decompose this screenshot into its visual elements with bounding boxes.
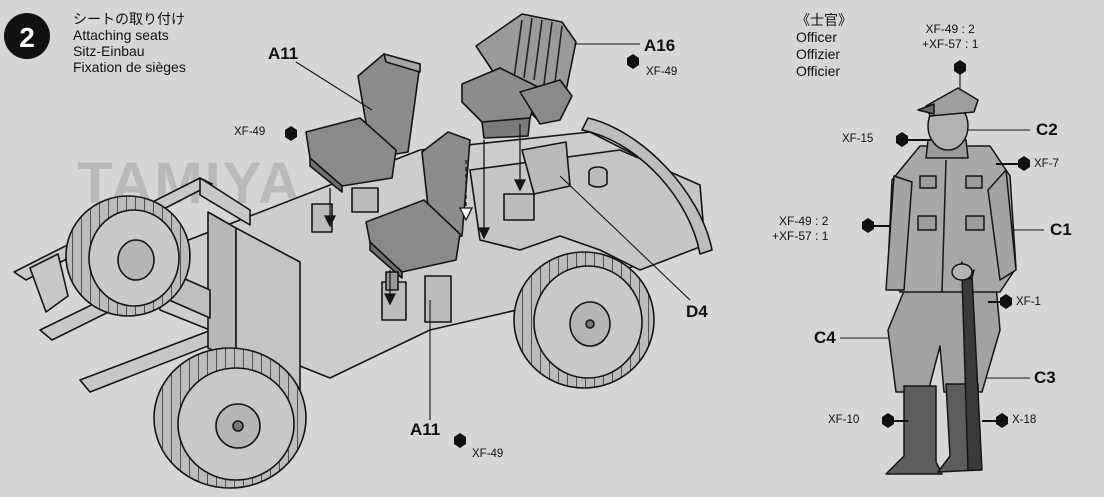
paint-xf10: XF-10	[828, 414, 860, 426]
paint-hex-icon	[862, 218, 874, 233]
paint-hex-icon	[627, 54, 639, 69]
cap-paint-line1: XF-49 : 2	[925, 22, 975, 36]
label-c1: C1	[1050, 220, 1072, 239]
paint-left-seat: XF-49	[234, 126, 266, 138]
step-number: 2	[19, 22, 35, 53]
seat-a16	[461, 13, 577, 139]
officer-paint-markers	[862, 60, 1030, 428]
paint-hex-icon	[896, 132, 908, 147]
paint-xf1: XF-1	[1016, 296, 1041, 308]
paint-hex-icon	[996, 413, 1008, 428]
paint-hex-icon	[1000, 294, 1012, 309]
uniform-paint-line1: XF-49 : 2	[779, 214, 829, 228]
step-title-de: Sitz-Einbau	[73, 43, 145, 59]
paint-markers	[285, 54, 639, 448]
step-title-ja: シートの取り付け	[73, 11, 185, 27]
uniform-paint-line2: +XF-57 : 1	[772, 229, 829, 243]
paint-x18: X-18	[1012, 414, 1037, 426]
label-c3: C3	[1034, 368, 1056, 387]
label-d4: D4	[686, 302, 708, 321]
paint-hex-icon	[954, 60, 966, 75]
paint-hex-icon	[1018, 156, 1030, 171]
label-a11-bottom: A11	[410, 420, 441, 439]
label-c4: C4	[814, 328, 836, 347]
paint-hex-icon	[882, 413, 894, 428]
install-arrows	[323, 124, 527, 306]
officer-title-ja: 《士官》	[796, 12, 852, 28]
label-a16: A16	[644, 36, 676, 55]
paint-uniform: XF-49 : 2 +XF-57 : 1	[772, 214, 828, 244]
officer-figure	[885, 87, 1017, 475]
paint-xf7: XF-7	[1034, 158, 1059, 170]
officer-title: 《士官》 Officer Offizier Officier	[796, 12, 852, 80]
label-c2: C2	[1036, 120, 1058, 139]
step-title: シートの取り付け Attaching seats Sitz-Einbau Fix…	[73, 11, 186, 75]
officer-cap-paint: XF-49 : 2 +XF-57 : 1	[922, 22, 978, 52]
label-a11-left: A11	[268, 44, 299, 63]
wheel-rear-left	[65, 195, 191, 317]
step-title-en: Attaching seats	[73, 27, 169, 43]
paint-hex-icon	[454, 433, 466, 448]
paint-a11-bottom: XF-49	[472, 448, 504, 460]
officer-title-de: Offizier	[796, 46, 841, 62]
officer-paint-leaders	[874, 139, 1018, 422]
step-title-fr: Fixation de sièges	[73, 59, 186, 75]
wheel-front-left	[153, 347, 307, 489]
officer-title-fr: Officier	[796, 63, 841, 79]
paint-a16: XF-49	[646, 66, 678, 78]
cap-paint-line2: +XF-57 : 1	[922, 37, 979, 51]
seat-a11-front	[365, 131, 471, 291]
officer-title-en: Officer	[796, 29, 837, 45]
paint-hex-icon	[285, 126, 297, 141]
seat-a11-left	[305, 53, 421, 193]
wheel-front-right	[513, 251, 655, 389]
step-badge	[4, 13, 50, 59]
paint-xf15: XF-15	[842, 133, 874, 145]
